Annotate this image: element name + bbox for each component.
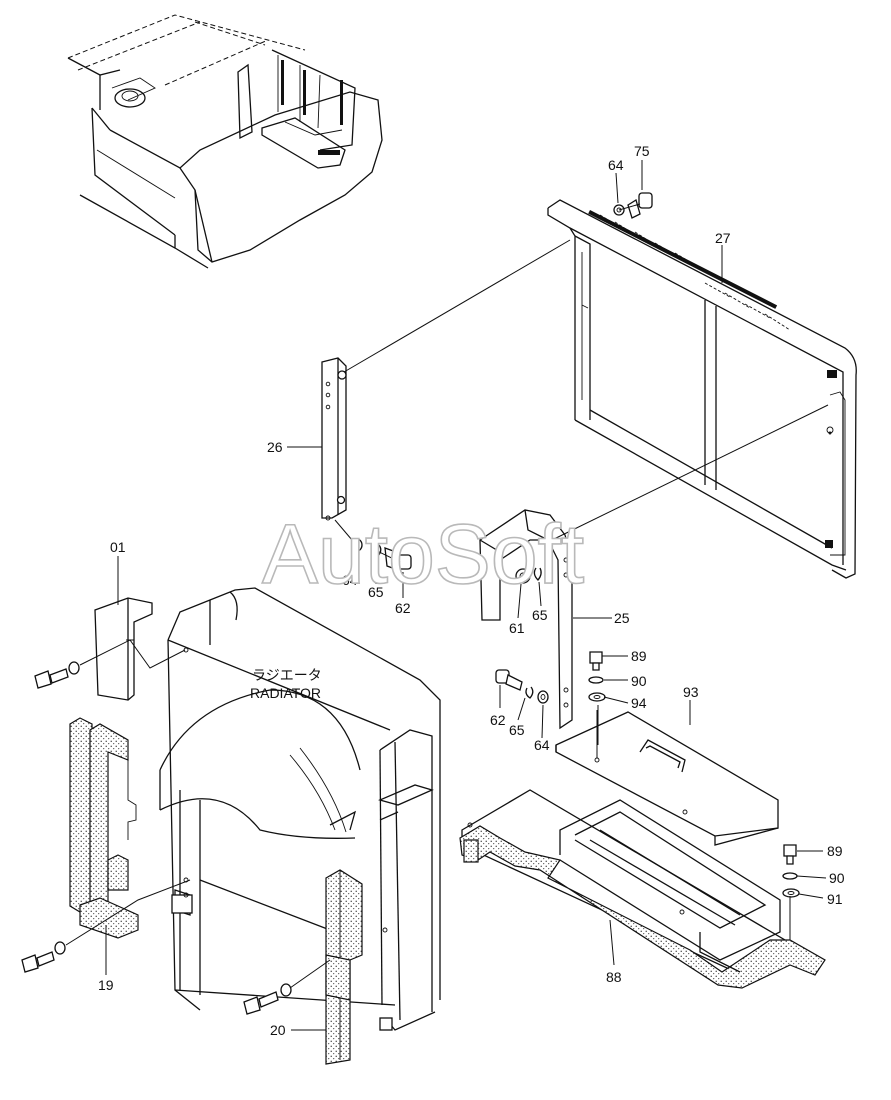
callout-65-low: 65 [509, 722, 525, 738]
callout-89-lower: 89 [827, 843, 843, 859]
washer-64-low [537, 690, 549, 704]
radiator-label-japanese: ラジエータ [252, 667, 322, 683]
callout-labels: 75 64 27 26 64 65 62 61 65 25 01 89 90 9… [98, 143, 845, 1038]
spring-washer-90-lower [782, 872, 798, 880]
part-25-bracket [479, 509, 573, 730]
overview-machine [67, 14, 383, 269]
callout-01: 01 [110, 539, 126, 555]
part-26-strut [321, 357, 347, 521]
spring-washer-65-mid [373, 544, 382, 557]
callout-93: 93 [683, 684, 699, 700]
callout-62-low: 62 [490, 712, 506, 728]
callout-94: 94 [631, 695, 647, 711]
callout-88: 88 [606, 969, 622, 985]
part-93-plate [555, 710, 779, 846]
callout-89-upper: 89 [631, 648, 647, 664]
spring-washer-65-low [525, 686, 534, 699]
callout-25: 25 [614, 610, 630, 626]
callout-65-nut: 65 [532, 607, 548, 623]
callout-27: 27 [715, 230, 731, 246]
bolt-62-mid [384, 547, 399, 571]
callout-90-lower: 90 [829, 870, 845, 886]
bolt-89-upper [589, 651, 603, 664]
bolt-01 [34, 670, 52, 689]
part-88-tray [459, 789, 826, 989]
bolt-75 [627, 198, 641, 219]
part-01-cover [94, 597, 153, 701]
callout-61: 61 [509, 620, 525, 636]
bolt-20 [243, 996, 261, 1015]
washer-91 [782, 888, 800, 898]
part-27-frame [547, 199, 857, 579]
callout-19: 19 [98, 977, 114, 993]
fasteners [21, 192, 800, 1015]
part-20-seal [325, 869, 363, 1065]
callout-90-upper: 90 [631, 673, 647, 689]
radiator: ラジエータ RADIATOR [159, 587, 441, 1031]
callout-91: 91 [827, 891, 843, 907]
callout-62-mid: 62 [395, 600, 411, 616]
assembly-lines [65, 203, 829, 989]
bolt-19 [21, 954, 39, 973]
callout-26: 26 [267, 439, 283, 455]
bolt-89-lower [783, 844, 797, 857]
callout-leaders [105, 160, 827, 1031]
nut-61 [515, 568, 531, 584]
callout-64-low: 64 [534, 737, 550, 753]
callout-65-mid: 65 [368, 584, 384, 600]
washer-94 [588, 692, 606, 702]
callout-64-top: 64 [608, 157, 624, 173]
part-19-seal [69, 717, 139, 939]
spring-washer-90-upper [588, 676, 604, 684]
watermark: AutoSoft [262, 507, 584, 601]
washer-64-mid [351, 538, 363, 552]
radiator-label-english: RADIATOR [250, 685, 321, 701]
callout-64-mid: 64 [342, 572, 358, 588]
callout-20: 20 [270, 1022, 286, 1038]
spring-washer-65-nut [533, 567, 542, 581]
callout-75: 75 [634, 143, 650, 159]
